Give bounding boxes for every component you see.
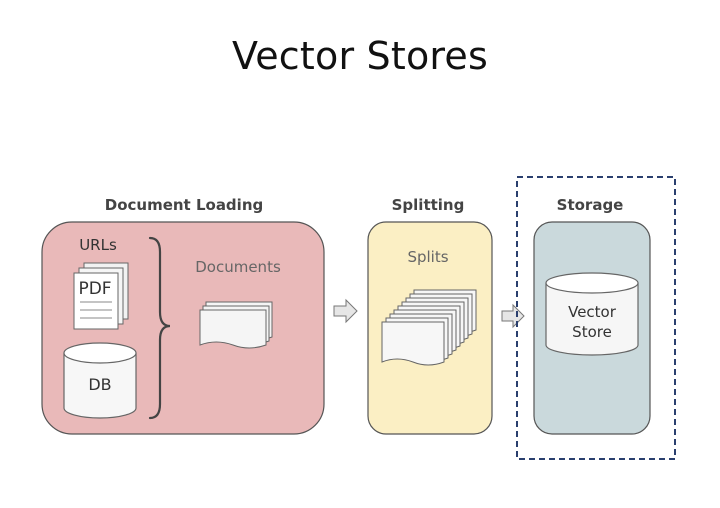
pdf-document-icon: [73, 262, 129, 330]
flow-arrow-icon: [333, 298, 358, 324]
storage-heading: Storage: [557, 196, 624, 214]
pdf-label: PDF: [78, 279, 111, 299]
db-label: DB: [88, 375, 111, 394]
splits-stack-icon: [381, 289, 477, 366]
grouping-brace-icon: [148, 236, 171, 420]
splitting-heading: Splitting: [392, 196, 465, 214]
page-title: Vector Stores: [231, 34, 488, 78]
flow-arrow-icon: [501, 303, 525, 329]
urls-label: URLs: [79, 236, 117, 254]
vector-store-icon: [545, 272, 639, 356]
vector-store-label-line2: Store: [572, 323, 612, 341]
database-icon: [63, 342, 137, 419]
documents-label: Documents: [195, 258, 281, 276]
splits-label: Splits: [407, 248, 448, 266]
vector-store-label-line1: Vector: [568, 303, 617, 321]
documents-stack-icon: [199, 301, 273, 349]
document-loading-heading: Document Loading: [105, 196, 263, 214]
